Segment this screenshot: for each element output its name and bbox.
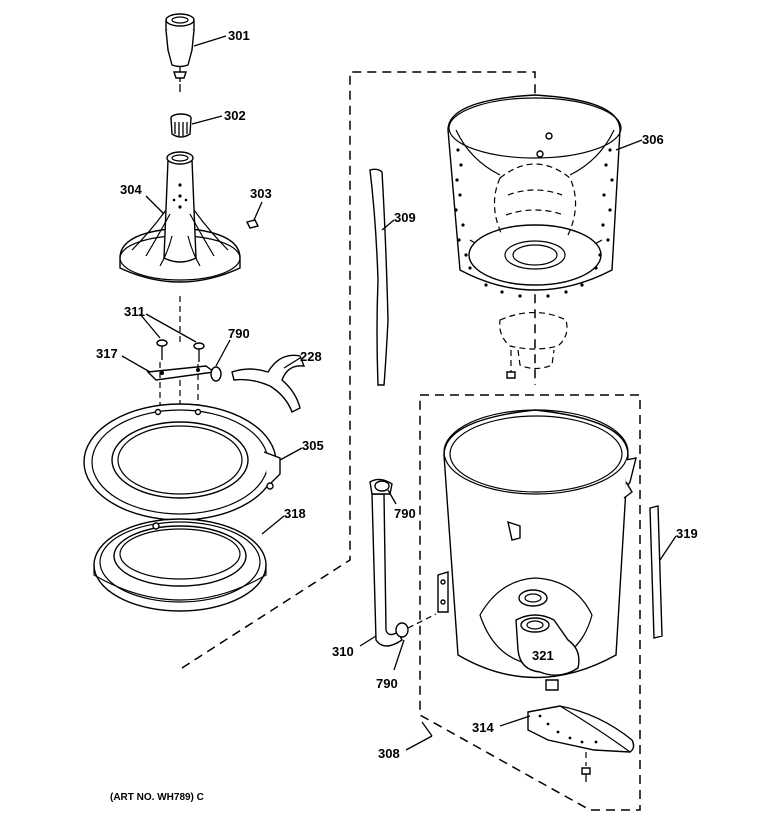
basket-part-306 <box>447 94 622 298</box>
bracket-part-317 <box>146 365 216 381</box>
tub-cover-part-305 <box>83 403 281 521</box>
label-311: 311 <box>124 304 145 319</box>
clamp-part-790-lower <box>395 622 409 638</box>
label-301: 301 <box>228 28 250 43</box>
label-310: 310 <box>332 644 354 659</box>
label-790-lower: 790 <box>376 676 398 691</box>
agitator-dog-part-302 <box>170 113 192 138</box>
drain-hose-part-310 <box>369 478 403 647</box>
hose-part-228 <box>231 354 306 413</box>
screws-part-311 <box>156 339 205 362</box>
label-790-middle: 790 <box>394 506 416 521</box>
label-309: 309 <box>394 210 416 225</box>
agitator-cap-part-301 <box>165 13 195 92</box>
label-318: 318 <box>284 506 306 521</box>
outer-tub-part-308 <box>437 409 637 691</box>
shield-part-314 <box>527 705 635 782</box>
agitator-part-304 <box>119 151 241 283</box>
label-302: 302 <box>224 108 246 123</box>
rod-part-309 <box>369 168 389 386</box>
label-308: 308 <box>378 746 400 761</box>
assembly-guide-outline-right <box>419 394 641 811</box>
clip-part-303 <box>245 219 260 229</box>
label-317: 317 <box>96 346 118 361</box>
label-306: 306 <box>642 132 664 147</box>
clamp-part-790-top <box>210 366 222 382</box>
label-228: 228 <box>300 349 322 364</box>
basket-hub <box>499 311 568 379</box>
clamp-part-790-upper <box>374 480 390 492</box>
label-305: 305 <box>302 438 324 453</box>
strip-part-319 <box>649 505 663 639</box>
label-319: 319 <box>676 526 698 541</box>
label-303: 303 <box>250 186 272 201</box>
label-321: 321 <box>532 648 554 663</box>
label-304: 304 <box>120 182 142 197</box>
label-790-top: 790 <box>228 326 250 341</box>
art-number: (ART NO. WH789) C <box>110 792 204 803</box>
label-314: 314 <box>472 720 494 735</box>
tub-ring-part-318 <box>93 518 267 612</box>
